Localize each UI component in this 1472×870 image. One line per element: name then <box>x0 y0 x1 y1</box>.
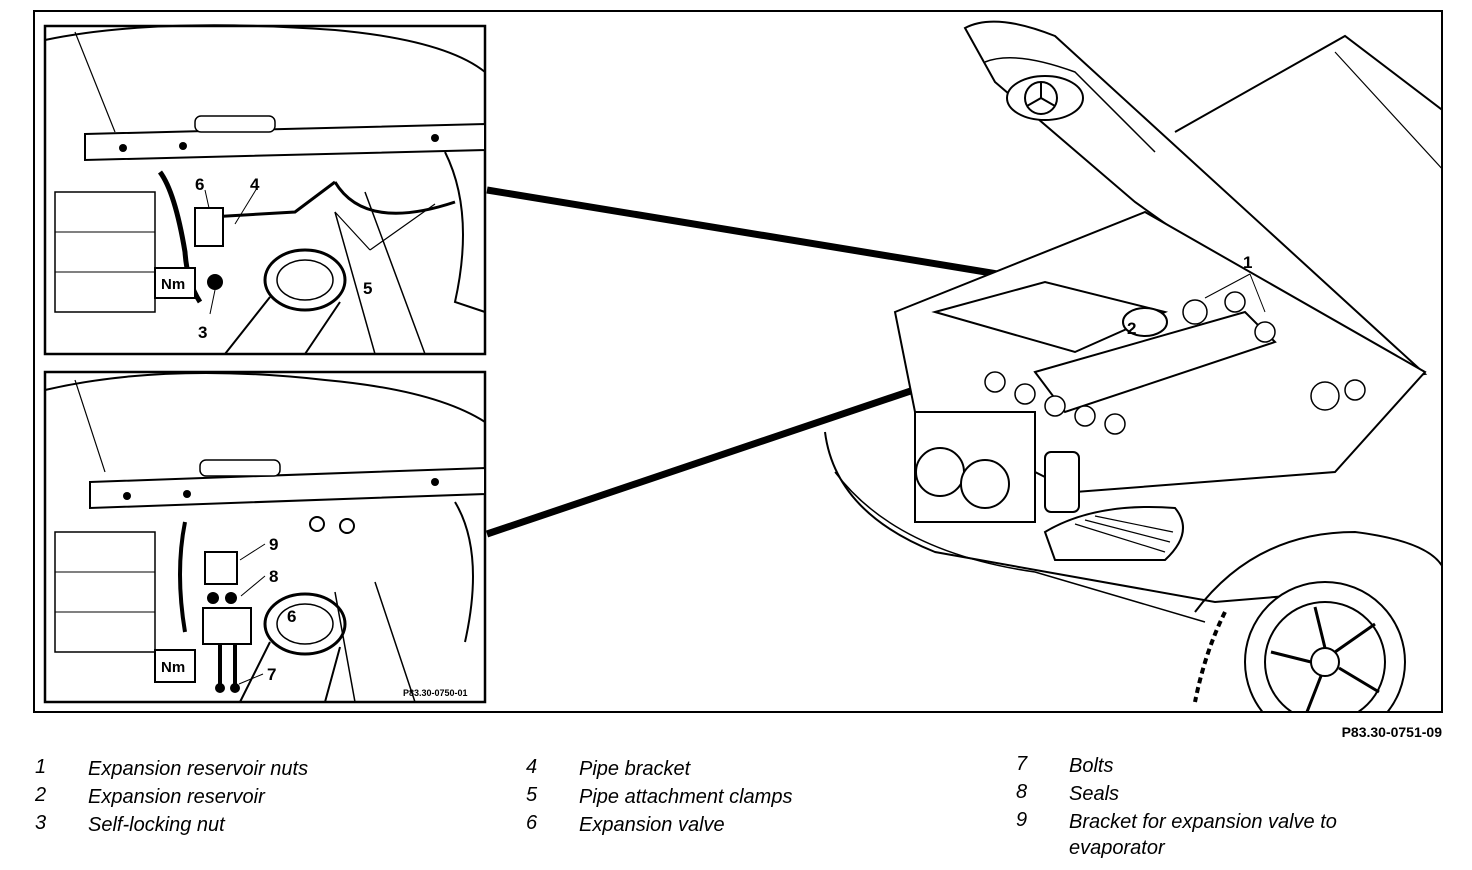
legend-number: 3 <box>35 812 47 834</box>
legend-number: 4 <box>526 756 538 778</box>
legend-number: 6 <box>526 812 538 834</box>
legend-label: Bracket for expansion valve to evaporato… <box>1069 811 1337 859</box>
legend-label: Pipe attachment clamps <box>579 786 793 808</box>
legend-number: 5 <box>526 784 538 806</box>
legend-number: 7 <box>1016 753 1028 775</box>
legend-label: Expansion valve <box>579 814 725 836</box>
torque-label-bottom: Nm <box>161 659 185 676</box>
callout-1: 1 <box>1243 253 1252 272</box>
legend-number: 8 <box>1016 781 1028 803</box>
legend-label: Expansion reservoir nuts <box>88 758 309 780</box>
callout-3: 3 <box>198 323 207 342</box>
legend-label: Pipe bracket <box>579 758 691 780</box>
inset-top: Nm 6 4 5 3 <box>43 24 487 356</box>
legend-label: Expansion reservoir <box>88 786 265 808</box>
legend-label: Bolts <box>1069 755 1114 777</box>
torque-label-top: Nm <box>161 276 185 293</box>
callout-5: 5 <box>363 279 372 298</box>
figure-code: P83.30-0751-09 <box>1341 724 1442 740</box>
legend-number: 2 <box>35 784 47 806</box>
callout-8: 8 <box>269 567 278 586</box>
engine-bay-drawing: Nm 6 4 5 3 <box>43 20 1441 711</box>
callout-7: 7 <box>267 665 276 684</box>
callout-6-top: 6 <box>195 175 204 194</box>
callout-2: 2 <box>1127 319 1136 338</box>
technical-illustration: Nm 6 4 5 3 <box>33 10 1443 713</box>
inset-figure-code: P83.30-0750-01 <box>403 688 468 698</box>
legend-label: Seals <box>1069 783 1120 805</box>
inset-bottom: Nm 9 8 6 7 P83.30-0750-01 <box>43 370 487 704</box>
legend-number: 1 <box>35 756 47 778</box>
legend-number: 9 <box>1016 809 1028 831</box>
callout-4: 4 <box>250 175 260 194</box>
callout-9: 9 <box>269 535 278 554</box>
callout-6-bottom: 6 <box>287 607 296 626</box>
legend-label: Self-locking nut <box>88 814 225 836</box>
vehicle-front-view: 1 2 <box>824 20 1441 711</box>
